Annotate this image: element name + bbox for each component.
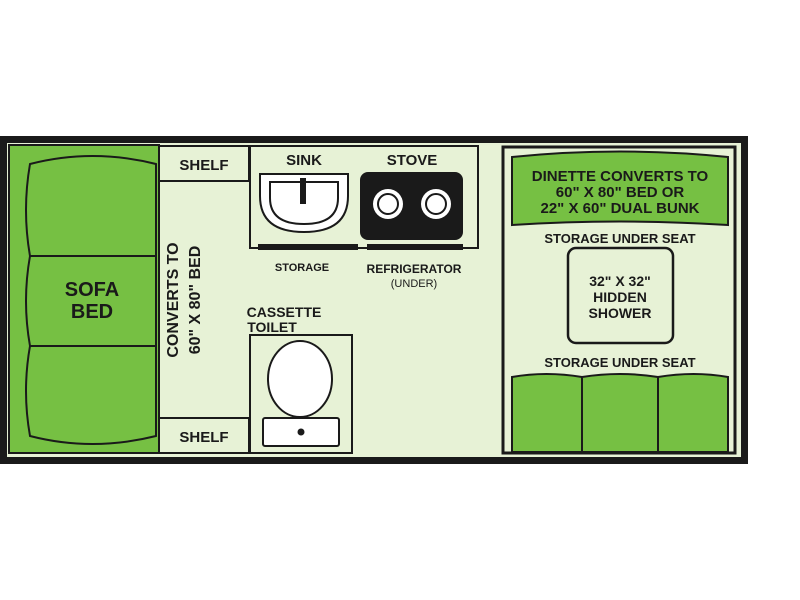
dinette-label-line1: DINETTE CONVERTS TO: [532, 168, 709, 185]
shower-pan: [566, 246, 675, 345]
dinette-storage-bottom: STORAGE UNDER SEAT: [544, 355, 695, 370]
fridge-bar: [367, 244, 463, 250]
dinette-storage-top: STORAGE UNDER SEAT: [544, 231, 695, 246]
converts-label-line1: CONVERTS TO: [165, 242, 182, 357]
sink-label: SINK: [286, 152, 322, 169]
shower-label-line3: SHOWER: [589, 305, 652, 321]
stove-label: STOVE: [387, 152, 438, 169]
storage-bar: [258, 244, 358, 250]
fridge-label: REFRIGERATOR: [367, 262, 462, 276]
sofa-cushion-bottom: [25, 345, 157, 445]
toilet-label-line1: CASSETTE: [247, 304, 322, 320]
shelf-top-label: SHELF: [179, 157, 228, 174]
shelf-bottom: [158, 417, 250, 454]
shelf-bottom-label: SHELF: [179, 429, 228, 446]
storage-label: STORAGE: [275, 262, 329, 274]
stove-top: [360, 172, 463, 240]
shower-label-line2: HIDDEN: [593, 289, 647, 305]
sofa-cushion-top: [25, 155, 157, 257]
sofa-bed: SOFA BED: [8, 144, 160, 454]
toilet-label-line2: TOILET: [247, 319, 297, 335]
faucet-icon: [300, 178, 306, 204]
toilet-bowl-icon: [267, 340, 333, 418]
dinette-seat-top: [511, 150, 729, 227]
dinette-label-line3: 22" X 60" DUAL BUNK: [541, 200, 700, 217]
shower-label-line1: 32" X 32": [589, 273, 651, 289]
sofa-label-line2: BED: [71, 301, 113, 323]
dinette-label-line2: 60" X 80" BED OR: [556, 184, 685, 201]
fridge-note: (UNDER): [391, 278, 437, 290]
converts-label-line2: 60" X 80" BED: [187, 246, 204, 355]
sofa-label-line1: SOFA: [65, 279, 119, 301]
dinette-seat-bottom: [511, 373, 729, 453]
